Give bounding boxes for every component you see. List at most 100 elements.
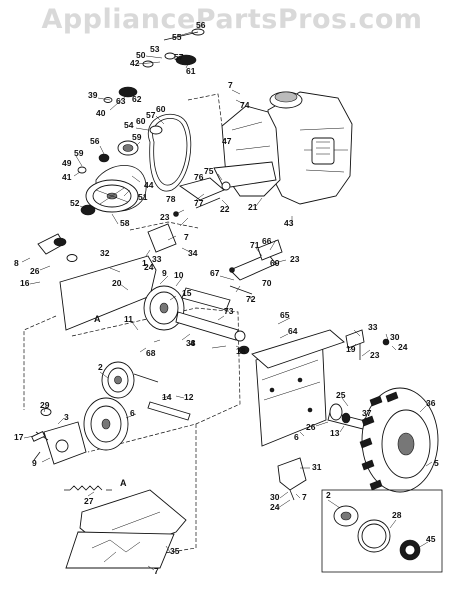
callout-label: 61 xyxy=(186,66,196,76)
callout-label: 58 xyxy=(120,218,130,228)
callout-label: 57 xyxy=(174,52,184,62)
callout-label: 67 xyxy=(210,268,220,278)
auger-pulley xyxy=(77,125,163,174)
callout-label: 9 xyxy=(162,268,167,278)
callout-label: 69 xyxy=(270,258,280,268)
callout-label: 2 xyxy=(326,490,331,500)
drive-pulley xyxy=(80,179,139,216)
callout-label: 3 xyxy=(64,412,69,422)
callout-label: 26 xyxy=(306,422,316,432)
callout-label: 23 xyxy=(370,350,380,360)
callout-label: 15 xyxy=(182,288,192,298)
callout-label: 30 xyxy=(390,332,400,342)
callout-label: 62 xyxy=(132,94,142,104)
drive-wheel xyxy=(327,387,439,493)
callout-label: 27 xyxy=(84,496,94,506)
callout-label: 19 xyxy=(346,344,356,354)
callout-label: 9 xyxy=(32,458,37,468)
callout-label: 37 xyxy=(362,408,372,418)
frame-side-plate xyxy=(251,329,345,447)
site-watermark: AppliancePartsPros.com xyxy=(41,4,422,35)
callout-label: 1 xyxy=(142,258,147,268)
callout-label: 24 xyxy=(144,262,154,272)
shift-bracket xyxy=(229,239,283,295)
wheel-hub-inset xyxy=(321,489,443,573)
callout-label: 71 xyxy=(250,240,260,250)
callout-label: 66 xyxy=(262,236,272,246)
callout-label: 52 xyxy=(70,198,80,208)
callout-label: 29 xyxy=(40,400,50,410)
callout-label: 44 xyxy=(144,180,154,190)
callout-label: 55 xyxy=(172,32,182,42)
callout-label: 5 xyxy=(434,458,439,468)
section-mark-a: A xyxy=(120,478,127,488)
callout-label: 30 xyxy=(270,492,280,502)
callout-label: 8 xyxy=(14,258,19,268)
callout-label: 11 xyxy=(124,314,133,324)
callout-label: 18 xyxy=(236,346,246,356)
callout-label: 47 xyxy=(222,136,232,146)
callout-label: 73 xyxy=(224,306,234,316)
callout-label: 32 xyxy=(100,248,110,258)
upper-pulley-stack xyxy=(103,28,205,103)
callout-label: 59 xyxy=(74,148,84,158)
callout-label: 23 xyxy=(290,254,300,264)
callout-label: 56 xyxy=(90,136,100,146)
callout-label: 39 xyxy=(88,90,98,100)
callout-label: 12 xyxy=(184,392,194,402)
idler-bracket xyxy=(173,177,231,217)
auger-gear xyxy=(40,361,191,451)
callout-label: 24 xyxy=(398,342,408,352)
leader-lines xyxy=(21,31,433,571)
belt-cover xyxy=(187,93,281,197)
callout-label: 65 xyxy=(280,310,290,320)
callout-label: 13 xyxy=(330,428,340,438)
callout-label: 57 xyxy=(146,110,156,120)
callout-label: 41 xyxy=(62,172,72,182)
callout-label: 75 xyxy=(204,166,214,176)
callout-label: 59 xyxy=(132,132,142,142)
shift-rod xyxy=(345,329,390,360)
callout-label: 74 xyxy=(240,100,250,110)
callout-label: 28 xyxy=(392,510,402,520)
auger-housing-frame xyxy=(23,221,199,410)
engine-assembly xyxy=(267,91,353,205)
callout-label: 76 xyxy=(194,172,204,182)
spring xyxy=(64,485,112,491)
callout-label: 10 xyxy=(174,270,184,280)
callout-label: 51 xyxy=(138,192,148,202)
callout-label: 4 xyxy=(190,338,195,348)
callout-label: 45 xyxy=(426,534,436,544)
callout-label: 72 xyxy=(246,294,256,304)
callout-label: 6 xyxy=(130,408,135,418)
callout-label: 7 xyxy=(228,80,233,90)
shift-lever-bracket xyxy=(277,457,307,501)
callout-label: 14 xyxy=(162,392,172,402)
callout-label: 40 xyxy=(96,108,106,118)
callout-label: 33 xyxy=(152,254,162,264)
frame-cover-panel xyxy=(65,489,187,569)
callout-label: 22 xyxy=(220,204,230,214)
callout-label: 38 xyxy=(186,338,196,348)
callout-label: 23 xyxy=(160,212,170,222)
callout-label: 21 xyxy=(248,202,258,212)
callout-label: 60 xyxy=(136,116,146,126)
callout-label: 26 xyxy=(30,266,40,276)
callout-label: 6 xyxy=(294,432,299,442)
callout-label: 54 xyxy=(124,120,134,130)
callout-label: 24 xyxy=(270,502,280,512)
callout-labels: 55 56 53 50 42 57 61 39 40 63 62 60 7 54… xyxy=(14,20,439,576)
callout-label: 33 xyxy=(368,322,378,332)
callout-label: 36 xyxy=(426,398,436,408)
callout-label: 70 xyxy=(262,278,272,288)
callout-label: 63 xyxy=(116,96,126,106)
friction-wheel-assembly xyxy=(143,285,250,355)
auger-drive-plate xyxy=(31,421,87,465)
callout-label: 20 xyxy=(112,278,122,288)
callout-label: 17 xyxy=(14,432,24,442)
callout-label: 7 xyxy=(154,566,159,576)
callout-label: 78 xyxy=(166,194,176,204)
callout-label: 43 xyxy=(284,218,294,228)
callout-label: 2 xyxy=(98,362,103,372)
